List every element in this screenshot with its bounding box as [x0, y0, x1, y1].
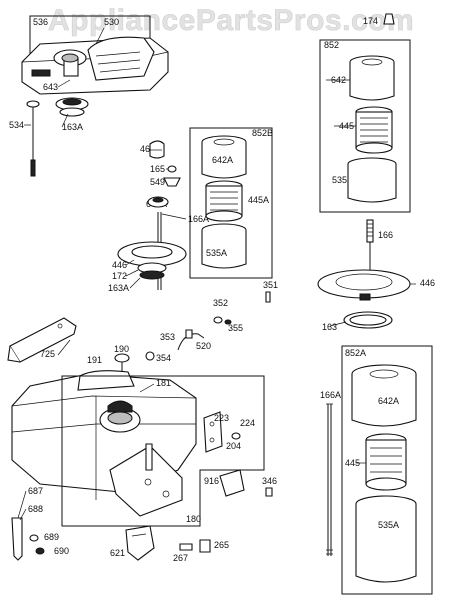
label-535A-mid: 535A — [206, 248, 227, 258]
label-852A: 852A — [345, 348, 366, 358]
label-852B: 852B — [252, 128, 273, 138]
seal-163A-top — [55, 97, 89, 117]
label-163A-top: 163A — [62, 122, 83, 132]
label-163: 163 — [322, 322, 337, 332]
label-223: 223 — [214, 413, 229, 423]
label-265: 265 — [214, 540, 229, 550]
label-163A-left: 163A — [108, 283, 129, 293]
label-352: 352 — [213, 298, 228, 308]
label-642A-right: 642A — [378, 396, 399, 406]
label-166: 166 — [378, 230, 393, 240]
label-445A: 445A — [248, 195, 269, 205]
label-446-left: 446 — [112, 260, 127, 270]
label-353: 353 — [160, 332, 175, 342]
filter-element-445A — [205, 180, 243, 222]
label-530: 530 — [104, 17, 119, 27]
watermark-text: AppliancePartsPros.com — [48, 4, 414, 37]
screw-267 — [179, 543, 193, 551]
rod-166A-right — [326, 403, 333, 556]
label-224: 224 — [240, 418, 255, 428]
base-plate-446-left — [117, 241, 187, 280]
label-690: 690 — [54, 546, 69, 556]
label-534: 534 — [9, 120, 24, 130]
label-852: 852 — [324, 40, 339, 50]
base-plate-446-right — [317, 269, 411, 301]
label-688: 688 — [28, 504, 43, 514]
label-445-right: 445 — [345, 458, 360, 468]
label-549: 549 — [150, 177, 165, 187]
label-446-right: 446 — [420, 278, 435, 288]
label-172: 172 — [112, 271, 127, 281]
assembly-box-852 — [319, 39, 411, 213]
label-536: 536 — [33, 17, 48, 27]
part-916 — [219, 469, 245, 497]
assembly-box-852A — [341, 345, 433, 595]
precleaner-535A-mid — [201, 223, 247, 269]
leader-lines — [17, 79, 416, 521]
label-204: 204 — [226, 441, 241, 451]
bracket-621 — [125, 525, 155, 561]
filter-cover-642 — [349, 55, 395, 101]
filter-cover-642A-right — [351, 364, 417, 427]
assembly-box-180 — [61, 375, 265, 527]
label-643: 643 — [43, 82, 58, 92]
label-267: 267 — [173, 553, 188, 563]
filter-element-445 — [355, 106, 393, 154]
label-725: 725 — [40, 349, 55, 359]
label-687: 687 — [28, 486, 43, 496]
label-355: 355 — [228, 323, 243, 333]
gasket-163 — [343, 311, 393, 329]
control-bracket-223 — [203, 411, 223, 453]
label-181: 181 — [156, 378, 171, 388]
clip-687 — [11, 517, 23, 561]
label-689: 689 — [44, 532, 59, 542]
label-166A: 166A — [188, 214, 209, 224]
label-166A-right: 166A — [320, 390, 341, 400]
filter-element-445-right — [365, 433, 407, 491]
label-354: 354 — [156, 353, 171, 363]
precleaner-535A-right — [355, 495, 417, 583]
label-535A-right: 535A — [378, 520, 399, 530]
clip-265 — [199, 539, 211, 553]
label-916: 916 — [204, 476, 219, 486]
tank-bracket-180 — [109, 443, 183, 517]
dipstick-534 — [26, 100, 40, 177]
label-346: 346 — [262, 476, 277, 486]
label-190: 190 — [114, 344, 129, 354]
assembly-box-852B — [189, 127, 273, 279]
part-467B — [149, 140, 165, 159]
fuel-cap-191 — [114, 353, 130, 372]
label-180: 180 — [186, 514, 201, 524]
label-621: 621 — [110, 548, 125, 558]
label-165: 165 — [150, 164, 165, 174]
label-535: 535 — [332, 175, 347, 185]
label-174: 174 — [363, 16, 378, 26]
label-520: 520 — [196, 341, 211, 351]
label-642A-mid: 642A — [212, 155, 233, 165]
precleaner-535 — [347, 157, 397, 203]
bracket-725 — [7, 317, 77, 363]
label-351: 351 — [263, 280, 278, 290]
filter-cover-642A-mid — [201, 135, 247, 179]
air-cleaner-assembly-536 — [21, 15, 169, 95]
label-191: 191 — [87, 355, 102, 365]
